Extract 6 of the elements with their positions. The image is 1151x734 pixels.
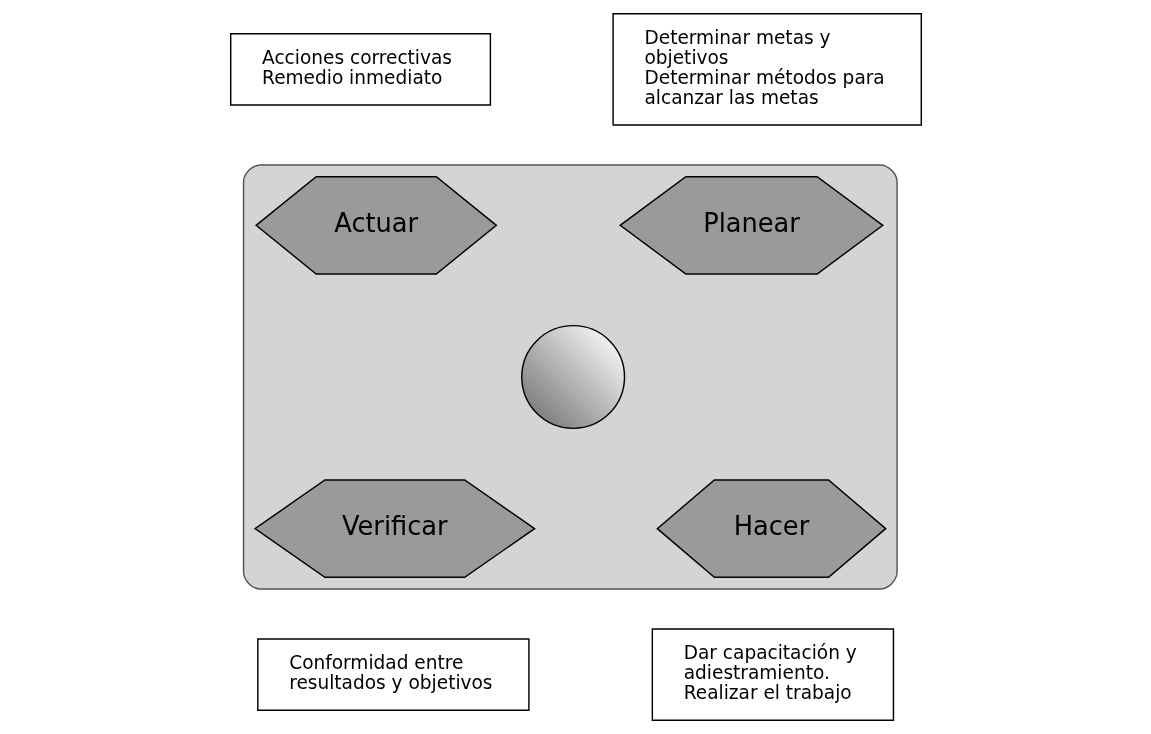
node-box: Dar capacitación y adiestramiento. Realizar el trabajo	[651, 628, 894, 721]
node-box: Determinar metas y objetivos Determinar métodos para alcanzar las metas	[611, 13, 922, 126]
cluster	[242, 164, 898, 590]
node-box: Conformidad entre resultados y objetivos	[256, 638, 530, 711]
node-box: Acciones correctivas Remedio inmediato	[229, 33, 491, 106]
node-circle	[520, 324, 625, 430]
